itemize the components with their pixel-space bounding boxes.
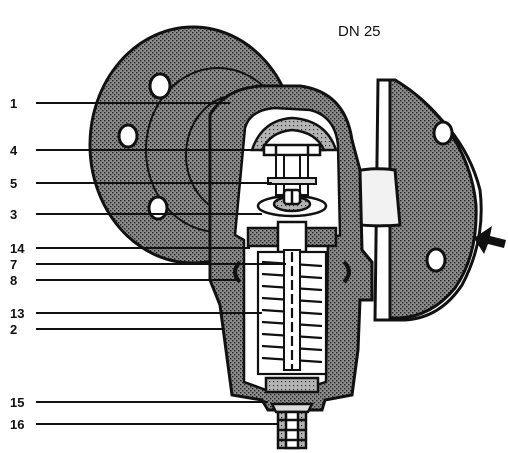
outlet-flange <box>373 78 483 322</box>
flow-arrow <box>474 226 506 254</box>
callout-labels: 1 4 5 3 14 7 8 13 2 15 16 <box>10 96 25 432</box>
bolt-hole <box>147 195 169 221</box>
callout-7: 7 <box>10 257 17 272</box>
bolt-hole <box>148 72 172 100</box>
callout-14: 14 <box>10 241 25 256</box>
bolt-hole <box>117 123 139 149</box>
callout-4: 4 <box>10 143 18 158</box>
callout-13: 13 <box>10 306 24 321</box>
cap <box>250 116 338 157</box>
callout-1: 1 <box>10 96 17 111</box>
callout-3: 3 <box>10 207 17 222</box>
bolt-hole <box>432 120 454 146</box>
leader-lines <box>36 102 286 425</box>
spring-housing <box>256 249 328 376</box>
bolt-hole <box>425 247 447 273</box>
bottom-fitting <box>264 376 320 450</box>
diagram-title: DN 25 <box>338 23 381 40</box>
callout-15: 15 <box>10 395 24 410</box>
valve-disc <box>256 188 328 218</box>
callout-16: 16 <box>10 417 24 432</box>
callout-2: 2 <box>10 322 17 337</box>
callout-5: 5 <box>10 176 17 191</box>
guide-rods <box>267 154 317 196</box>
seat-ring <box>246 220 338 254</box>
callout-8: 8 <box>10 273 17 288</box>
